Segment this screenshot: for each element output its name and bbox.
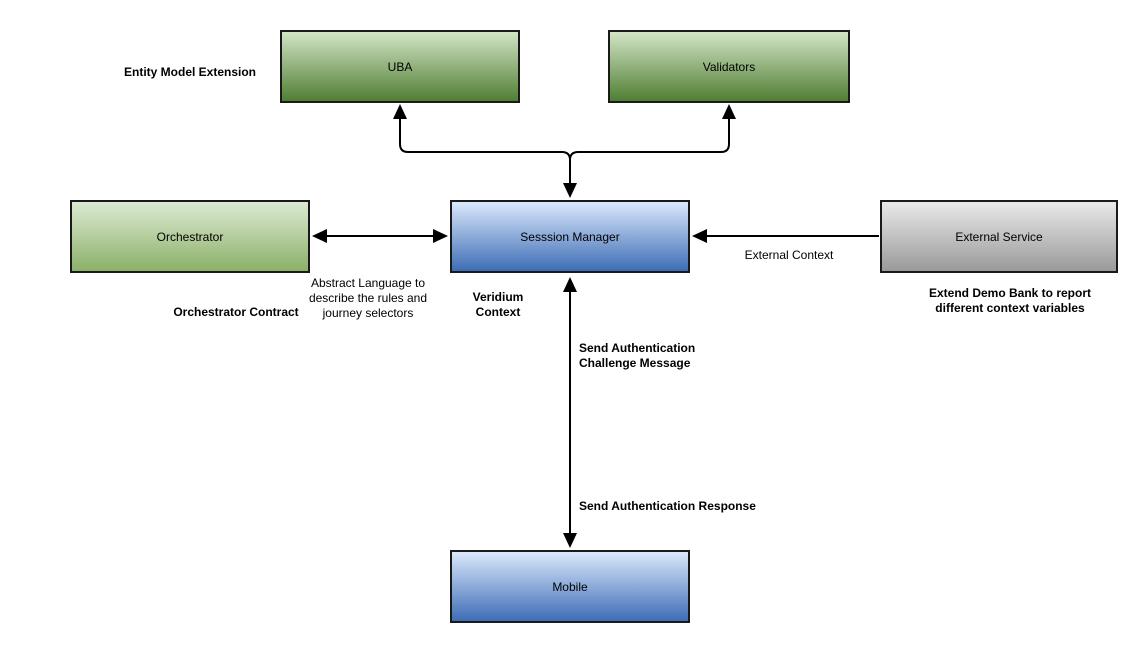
node-orchestrator[interactable]: Orchestrator xyxy=(70,200,310,273)
label-abstract-language: Abstract Language to describe the rules … xyxy=(308,276,428,320)
node-uba-label: UBA xyxy=(387,59,413,74)
label-external-context: External Context xyxy=(744,248,834,262)
label-extend-demo-bank: Extend Demo Bank to report different con… xyxy=(928,286,1092,315)
label-send-auth-challenge: Send Authentication Challenge Message xyxy=(579,341,696,370)
node-session-manager-label: Sesssion Manager xyxy=(520,229,620,244)
node-session-manager[interactable]: Sesssion Manager xyxy=(450,200,690,273)
arrowhead-right-session-manager xyxy=(433,229,448,243)
node-validators[interactable]: Validators xyxy=(608,30,850,103)
connector-orchestrator-session-manager xyxy=(312,229,448,243)
node-mobile[interactable]: Mobile xyxy=(450,550,690,623)
arrowhead-up-session-manager xyxy=(563,277,577,292)
arrowhead-left-orchestrator xyxy=(312,229,327,243)
label-send-auth-response: Send Authentication Response xyxy=(579,499,756,513)
label-entity-model-extension: Entity Model Extension xyxy=(123,65,257,79)
arrowhead-up-uba xyxy=(393,104,407,119)
label-veridium-context: Veridium Context xyxy=(472,290,524,319)
label-orchestrator-contract: Orchestrator Contract xyxy=(173,305,299,319)
node-validators-label: Validators xyxy=(702,59,756,74)
node-external-service-label: External Service xyxy=(955,229,1043,244)
node-uba[interactable]: UBA xyxy=(280,30,520,103)
connector-session-manager-mobile xyxy=(563,277,577,548)
connector-external-service-session-manager xyxy=(692,229,879,243)
node-external-service[interactable]: External Service xyxy=(880,200,1118,273)
arrowhead-down-session-manager xyxy=(563,183,577,198)
node-mobile-label: Mobile xyxy=(552,579,588,594)
connector-session-manager-to-uba-validators xyxy=(393,104,736,198)
arrowhead-up-validators xyxy=(722,104,736,119)
node-orchestrator-label: Orchestrator xyxy=(156,229,224,244)
arrowhead-down-mobile xyxy=(563,533,577,548)
arrowhead-left-session-manager xyxy=(692,229,707,243)
